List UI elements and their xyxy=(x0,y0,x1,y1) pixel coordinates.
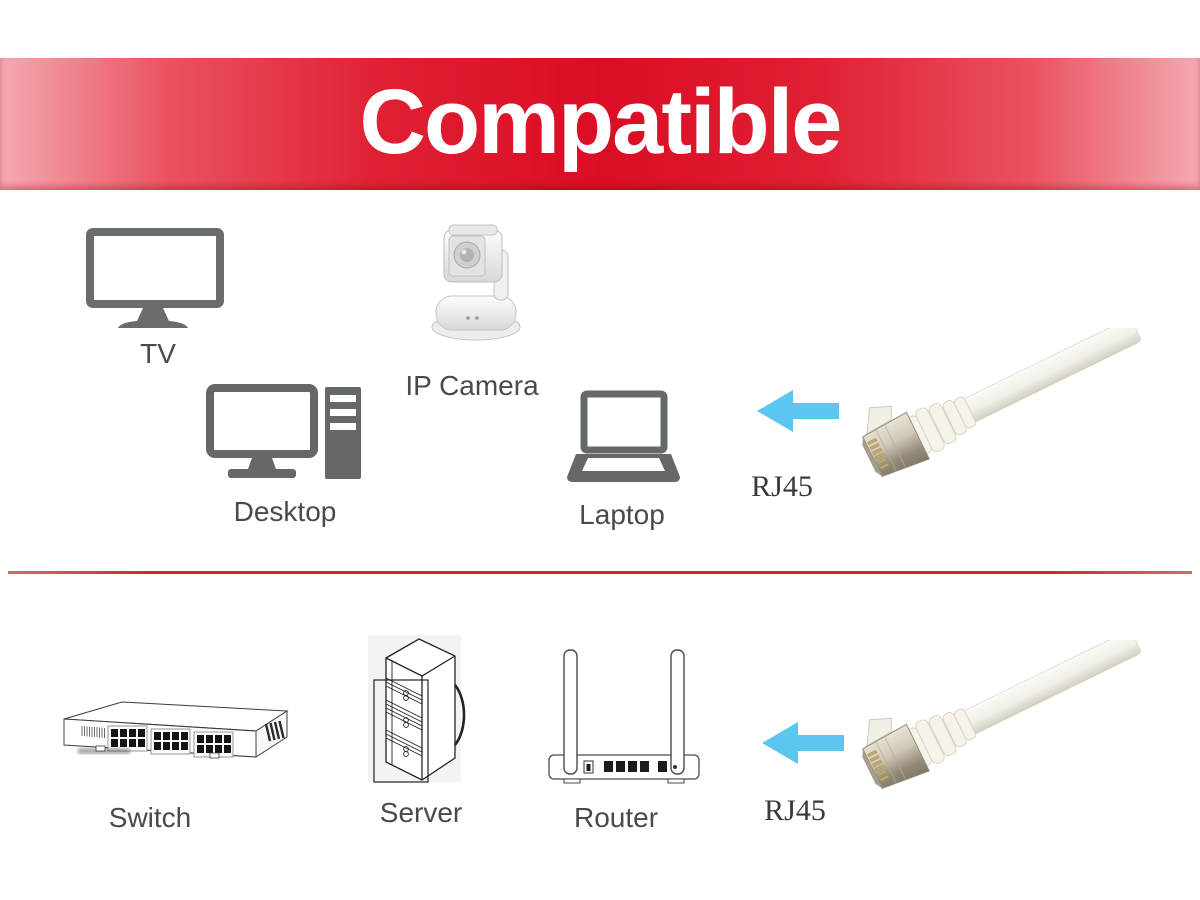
tv-label: TV xyxy=(140,338,176,369)
page-title: Compatible xyxy=(359,71,843,173)
router-label: Router xyxy=(573,802,659,833)
banner: Compatible xyxy=(0,58,1200,190)
switch-icon xyxy=(63,701,289,759)
switch-label: Switch xyxy=(108,802,192,833)
arrow-left-icon xyxy=(757,390,839,432)
rj45-cable-photo-bottom xyxy=(862,640,1141,790)
rj45-cable-photo-top xyxy=(862,328,1141,478)
laptop-label: Laptop xyxy=(579,499,665,530)
section-divider xyxy=(8,571,1192,574)
desktop-label: Desktop xyxy=(233,496,337,527)
router-icon xyxy=(548,649,700,784)
tv-icon xyxy=(86,228,224,328)
rj45-label-top: RJ45 xyxy=(751,470,813,503)
server-icon xyxy=(368,635,466,783)
server-label: Server xyxy=(379,797,463,828)
desktop-icon xyxy=(206,384,361,479)
ip-camera-icon xyxy=(431,224,521,341)
laptop-icon xyxy=(567,390,680,482)
arrow-left-icon-bottom xyxy=(762,722,844,764)
rj45-label-bottom: RJ45 xyxy=(764,794,826,827)
ip-camera-label: IP Camera xyxy=(405,370,539,401)
